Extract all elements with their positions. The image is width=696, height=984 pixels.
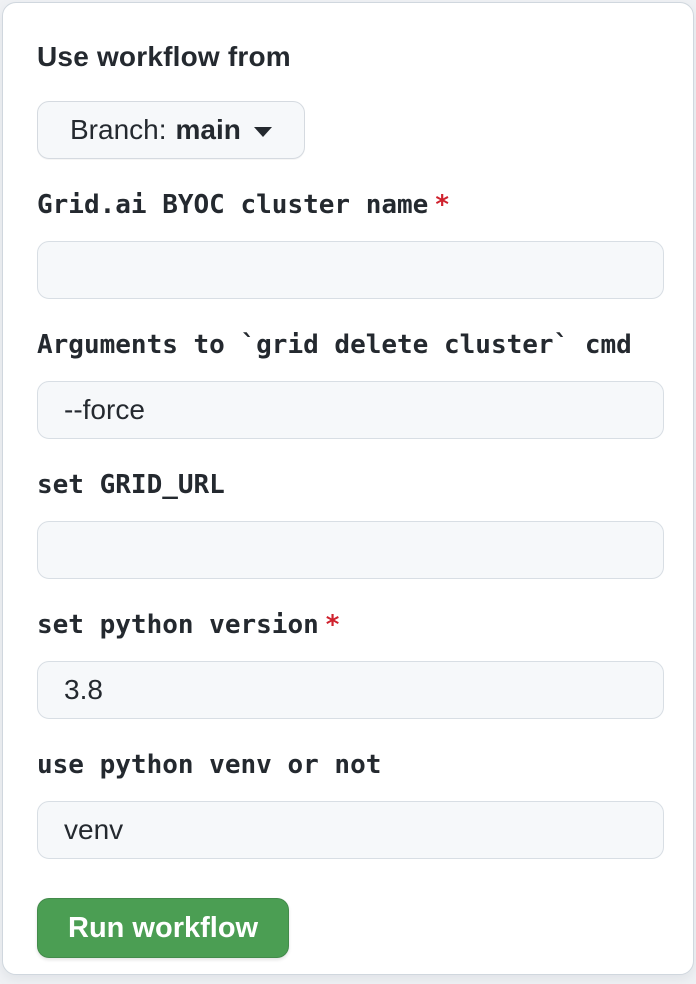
venv-input[interactable] xyxy=(37,801,664,859)
field-label-text: set python version xyxy=(37,610,319,640)
field-label-venv: use python venv or not xyxy=(37,750,662,780)
field-label-cluster-name: Grid.ai BYOC cluster name* xyxy=(37,190,662,220)
branch-name-label: main xyxy=(175,114,241,145)
cluster-name-input[interactable] xyxy=(37,241,664,299)
field-label-text: Grid.ai BYOC cluster name xyxy=(37,190,429,220)
delete-args-input[interactable] xyxy=(37,381,664,439)
field-label-grid-url: set GRID_URL xyxy=(37,470,662,500)
branch-selector-button[interactable]: Branch: main xyxy=(37,101,305,159)
field-label-text: use python venv or not xyxy=(37,750,382,780)
use-workflow-from-heading: Use workflow from xyxy=(37,41,291,72)
required-asterisk: * xyxy=(324,610,341,640)
field-label-python-version: set python version* xyxy=(37,610,662,640)
field-label-text: Arguments to `grid delete cluster` cmd xyxy=(37,330,632,360)
python-version-input[interactable] xyxy=(37,661,664,719)
grid-url-input[interactable] xyxy=(37,521,664,579)
branch-prefix-label: Branch: xyxy=(70,114,167,145)
run-workflow-button[interactable]: Run workflow xyxy=(37,898,290,958)
dropdown-caret-icon xyxy=(253,127,272,137)
required-asterisk: * xyxy=(434,190,450,220)
field-label-text: set GRID_URL xyxy=(37,470,225,500)
field-label-delete-args: Arguments to `grid delete cluster` cmd xyxy=(37,330,662,360)
